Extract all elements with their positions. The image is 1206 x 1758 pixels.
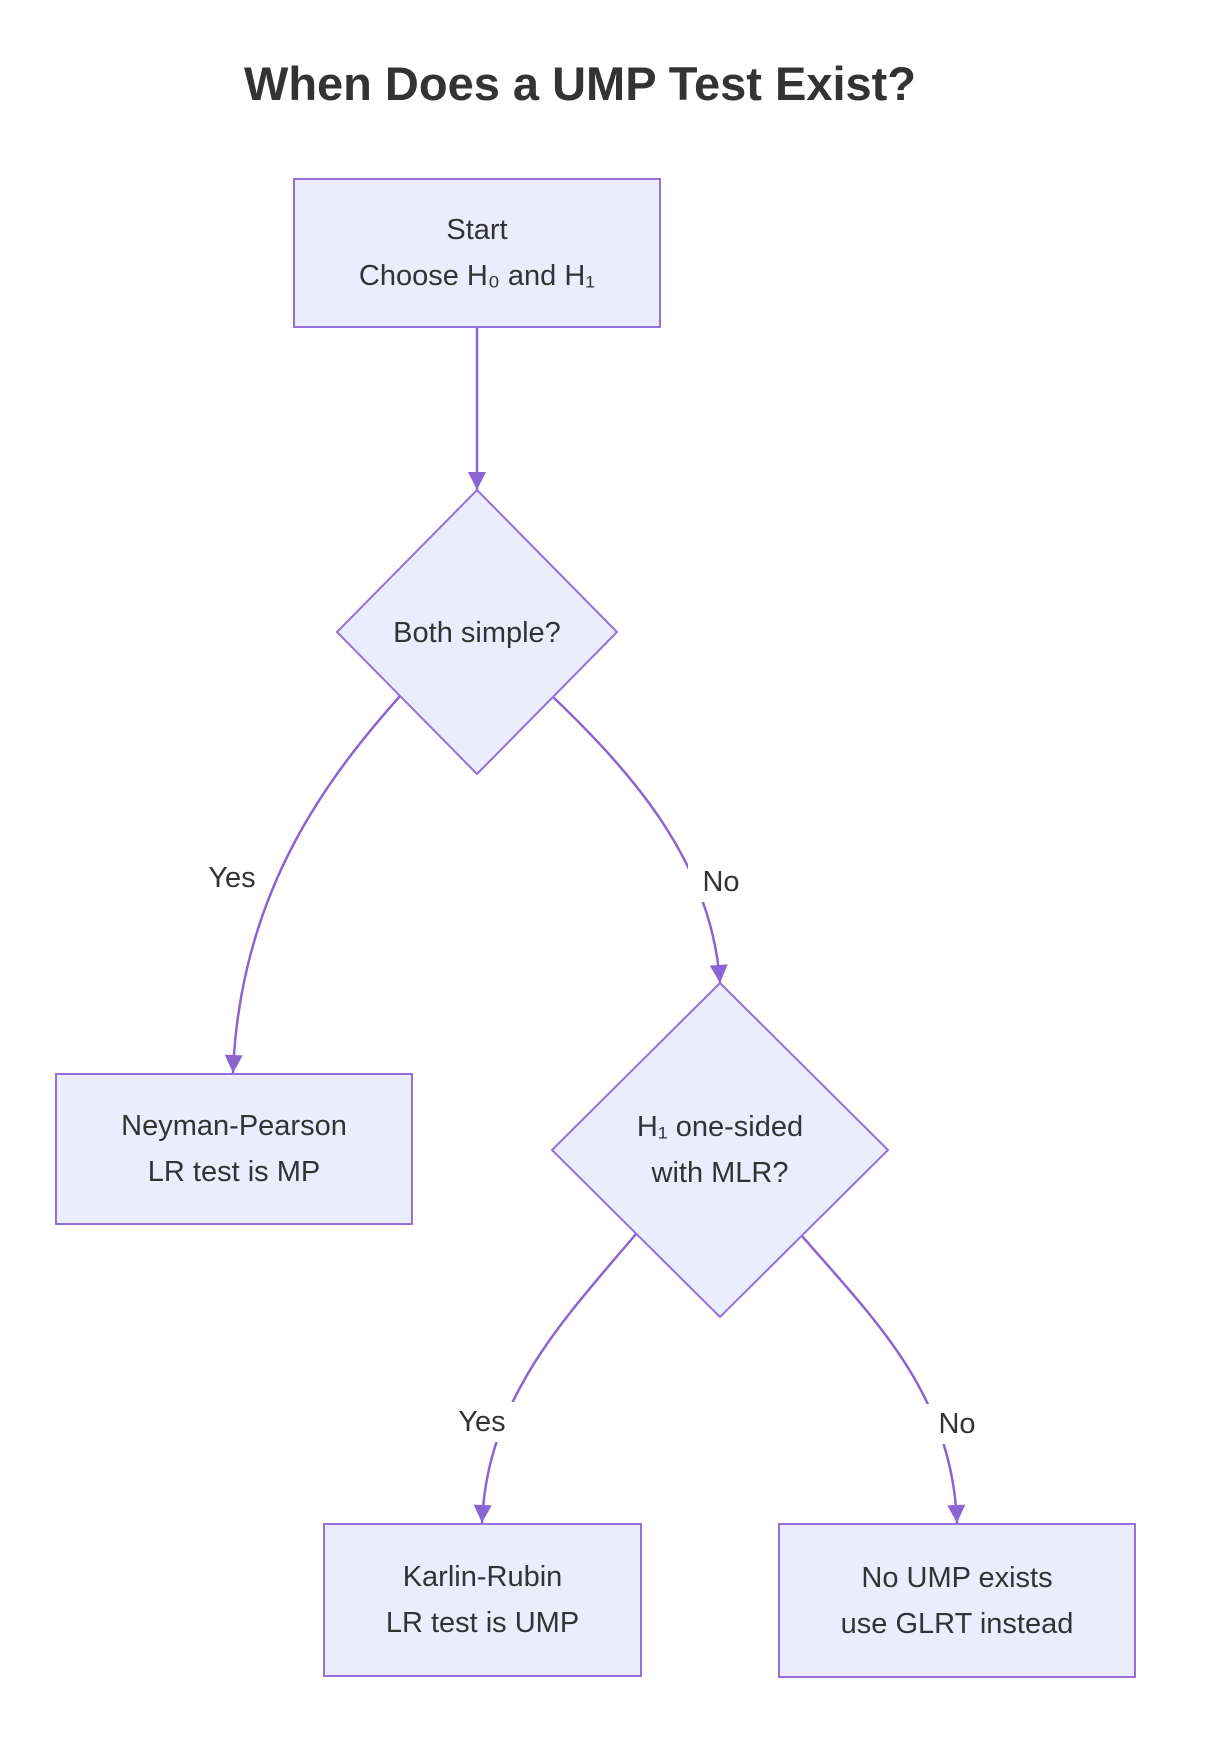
node-both-simple-line-1: Both simple? — [393, 617, 561, 649]
node-both-simple-diamond — [335, 488, 619, 776]
node-neyman-pearson: Neyman-Pearson LR test is MP — [55, 1073, 413, 1225]
edge-both-simple-no-to-one-sided-mlr — [552, 696, 728, 984]
edge-one-sided-mlr-no-to-no-ump — [801, 1235, 966, 1524]
node-one-sided-mlr-line-1: H₁ one-sided — [636, 1111, 804, 1143]
node-no-ump: No UMP exists use GLRT instead — [778, 1523, 1136, 1678]
node-karlin-rubin-line-1: Karlin-Rubin — [402, 1561, 563, 1593]
edge-label-no-1: No — [688, 862, 754, 902]
edge-both-simple-yes-to-neyman-pearson — [224, 695, 401, 1074]
node-one-sided-mlr-diamond — [550, 981, 890, 1319]
node-neyman-pearson-line-1: Neyman-Pearson — [121, 1110, 347, 1142]
node-start-line-2: Choose H₀ and H₁ — [358, 260, 596, 292]
node-one-sided-mlr-text: H₁ one-sided with MLR? — [595, 1102, 845, 1198]
node-start: Start Choose H₀ and H₁ — [293, 178, 661, 328]
node-karlin-rubin: Karlin-Rubin LR test is UMP — [323, 1523, 642, 1677]
edge-one-sided-mlr-yes-to-karlin-rubin — [473, 1233, 637, 1524]
edge-label-yes-2: Yes — [447, 1402, 517, 1442]
edge-label-yes-1: Yes — [197, 858, 267, 898]
diagram-title: When Does a UMP Test Exist? — [243, 57, 917, 110]
node-no-ump-line-1: No UMP exists — [861, 1561, 1053, 1594]
node-one-sided-mlr-line-2: with MLR? — [651, 1157, 789, 1189]
node-start-line-1: Start — [446, 214, 508, 246]
node-no-ump-line-2: use GLRT instead — [840, 1607, 1074, 1640]
node-neyman-pearson-line-2: LR test is MP — [147, 1156, 321, 1188]
node-both-simple-text: Both simple? — [352, 600, 602, 666]
node-karlin-rubin-line-2: LR test is UMP — [385, 1607, 580, 1639]
edge-label-no-2: No — [924, 1404, 990, 1444]
